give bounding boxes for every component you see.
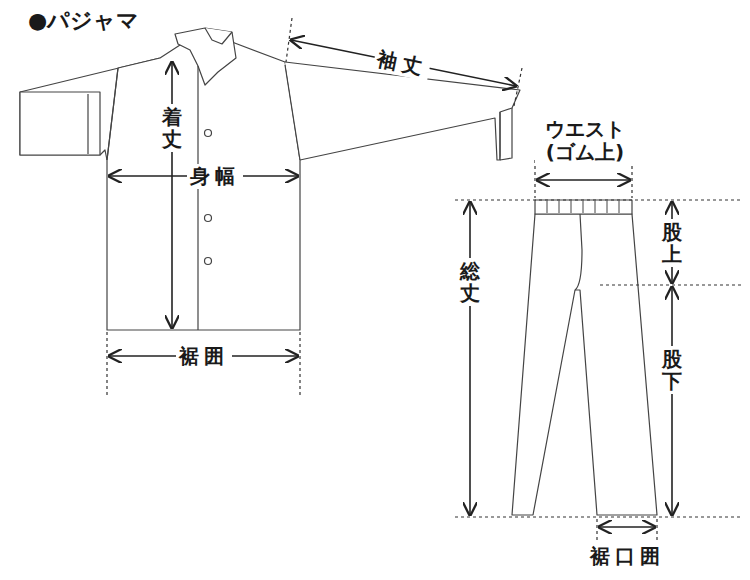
armhole-seam <box>285 65 300 160</box>
left-cuff <box>20 92 100 155</box>
dimension-label: 総丈 <box>459 258 481 306</box>
dimension-label: ウエスト (ゴム上) <box>535 118 635 164</box>
armhole-seam <box>107 68 118 160</box>
dimension-label: 着丈 <box>161 104 183 152</box>
dimension-label: 股上 <box>661 219 683 267</box>
right-cuff <box>500 108 512 160</box>
waistband <box>535 200 632 214</box>
button <box>205 258 212 265</box>
cuff-seam <box>87 94 88 154</box>
crotch-seam <box>575 214 582 290</box>
diagram-title: ●パジャマ <box>28 6 139 36</box>
pants <box>512 214 657 515</box>
collar <box>175 28 236 85</box>
button <box>205 130 212 137</box>
right-sleeve <box>285 62 520 160</box>
dimension-label: 裾囲 <box>176 344 232 369</box>
placket <box>197 66 198 330</box>
dimension-label: 身幅 <box>187 164 243 189</box>
collar-fold <box>205 28 232 44</box>
dimension-label: 裾口囲 <box>587 544 668 569</box>
dimension-label: 股下 <box>661 346 683 394</box>
shirt-body <box>107 42 300 330</box>
button <box>205 215 212 222</box>
